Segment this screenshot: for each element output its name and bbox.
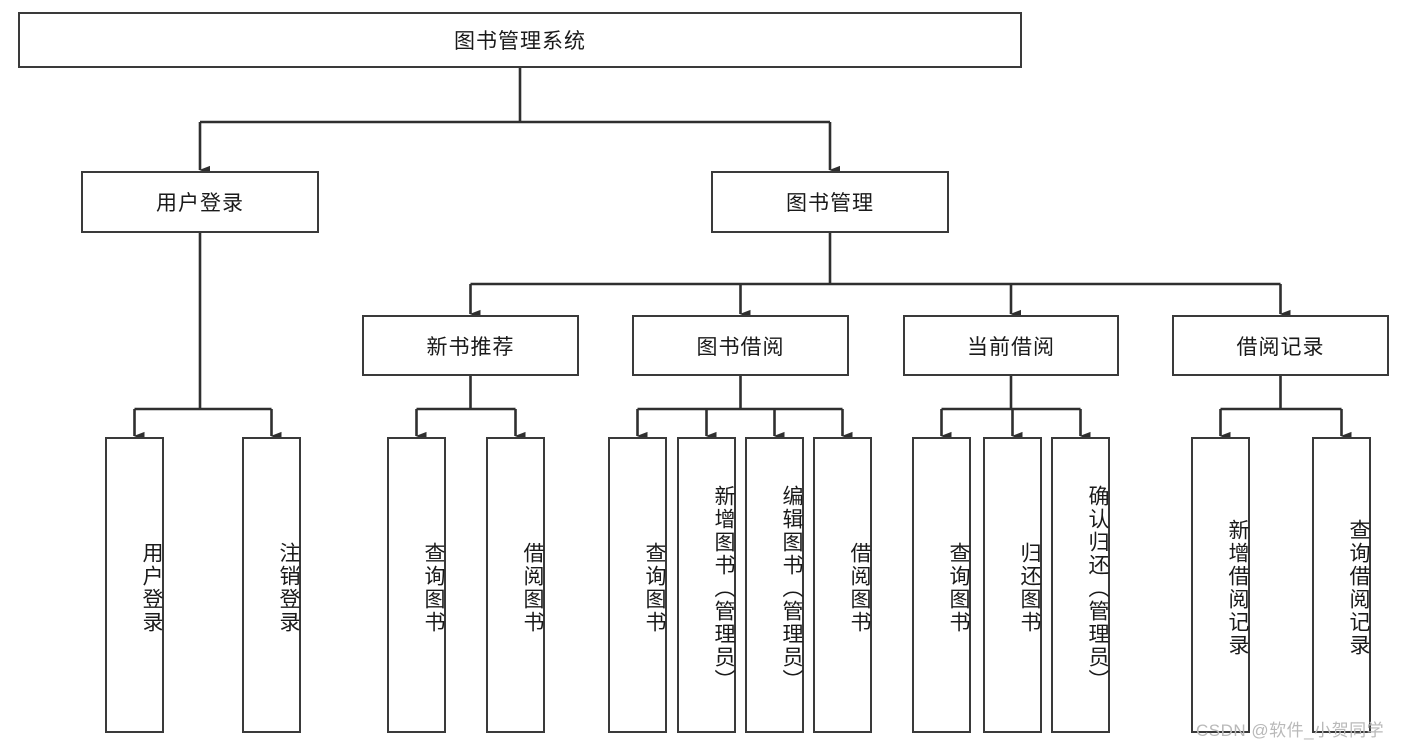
node-label: 确认归还（管理员） (1086, 484, 1109, 692)
node-label: 注销登录 (277, 542, 300, 634)
node-leaf-logout[interactable]: 注销登录 (242, 437, 301, 733)
node-label: 新增图书（管理员） (712, 484, 735, 692)
node-label: 编辑图书（管理员） (780, 484, 803, 692)
node-label: 借阅图书 (521, 542, 544, 634)
node-label: 图书管理系统 (454, 30, 586, 53)
node-label: 图书借阅 (696, 335, 785, 359)
node-leaf-edit-book[interactable]: 编辑图书（管理员） (745, 437, 804, 733)
node-leaf-query-record[interactable]: 查询借阅记录 (1312, 437, 1371, 733)
node-leaf-borrow-book-1[interactable]: 借阅图书 (486, 437, 545, 733)
node-leaf-query-book-3[interactable]: 查询图书 (912, 437, 971, 733)
node-leaf-user-login[interactable]: 用户登录 (105, 437, 164, 733)
node-bookmgmt[interactable]: 图书管理 (711, 171, 949, 233)
node-label: 用户登录 (156, 192, 244, 215)
node-label: 归还图书 (1018, 542, 1041, 634)
node-leaf-query-book-1[interactable]: 查询图书 (387, 437, 446, 733)
node-label: 用户登录 (140, 542, 163, 634)
node-label: 图书管理 (786, 192, 874, 215)
node-root[interactable]: 图书管理系统 (18, 12, 1022, 68)
node-label: 查询借阅记录 (1347, 519, 1370, 657)
node-label: 查询图书 (947, 542, 970, 634)
node-leaf-return-book[interactable]: 归还图书 (983, 437, 1042, 733)
node-label: 查询图书 (422, 542, 445, 634)
node-label: 查询图书 (643, 542, 666, 634)
csdn-watermark: CSDN @软件_小贺同学 (1196, 721, 1385, 740)
node-leaf-query-book-2[interactable]: 查询图书 (608, 437, 667, 733)
node-label: 新书推荐 (426, 335, 515, 359)
node-leaf-add-record[interactable]: 新增借阅记录 (1191, 437, 1250, 733)
node-leaf-borrow-book-2[interactable]: 借阅图书 (813, 437, 872, 733)
node-record[interactable]: 借阅记录 (1172, 315, 1389, 376)
node-label: 新增借阅记录 (1226, 519, 1249, 657)
node-label: 借阅图书 (848, 542, 871, 634)
node-label: 借阅记录 (1236, 335, 1325, 359)
node-current[interactable]: 当前借阅 (903, 315, 1119, 376)
node-leaf-confirm-return[interactable]: 确认归还（管理员） (1051, 437, 1110, 733)
node-leaf-add-book[interactable]: 新增图书（管理员） (677, 437, 736, 733)
node-newbook[interactable]: 新书推荐 (362, 315, 579, 376)
node-borrow[interactable]: 图书借阅 (632, 315, 849, 376)
node-label: 当前借阅 (967, 335, 1055, 359)
node-login[interactable]: 用户登录 (81, 171, 319, 233)
